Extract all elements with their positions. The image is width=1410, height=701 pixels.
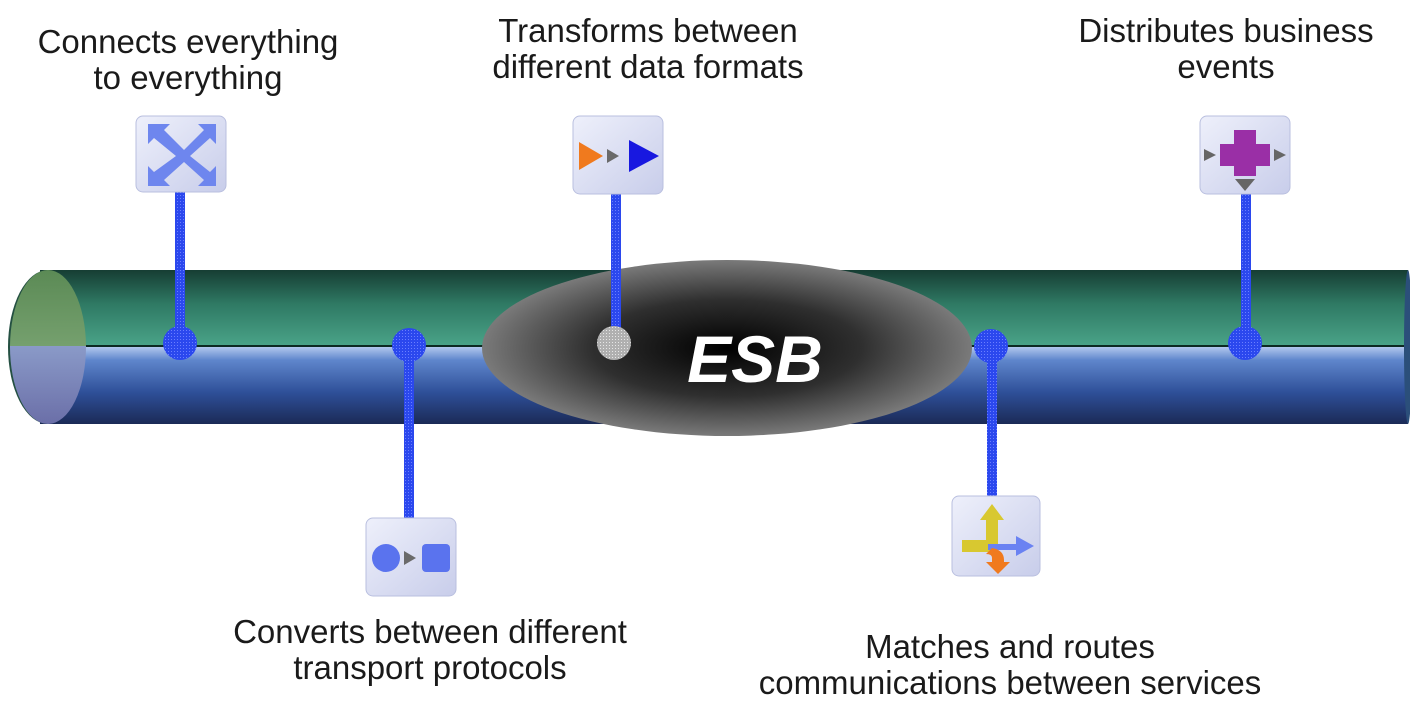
caption-converts: Converts between different transport pro… bbox=[175, 614, 685, 686]
protocol-convert-icon bbox=[365, 517, 457, 597]
caption-line: Transforms between bbox=[498, 12, 798, 49]
caption-transforms: Transforms between different data format… bbox=[428, 13, 868, 85]
connector-node-routes bbox=[974, 329, 1008, 363]
caption-line: Distributes business bbox=[1078, 12, 1374, 49]
caption-line: communications between services bbox=[758, 664, 1262, 701]
transform-arrows-icon bbox=[572, 115, 664, 195]
connector-stem-routes bbox=[987, 345, 997, 498]
connector-node-distributes bbox=[1228, 326, 1262, 360]
caption-line: Connects everything bbox=[37, 23, 339, 60]
cross-arrows-icon bbox=[135, 115, 227, 193]
caption-distributes: Distributes business events bbox=[1046, 13, 1406, 85]
esb-ellipse bbox=[482, 260, 972, 436]
caption-line: Matches and routes bbox=[865, 628, 1155, 665]
connectors bbox=[175, 190, 1251, 520]
caption-line: Converts between different bbox=[233, 613, 627, 650]
caption-routes: Matches and routes communications betwee… bbox=[700, 629, 1320, 701]
connector-node-connects bbox=[163, 326, 197, 360]
caption-line: different data formats bbox=[492, 48, 804, 85]
connector-stem-transforms bbox=[611, 192, 621, 340]
esb-label: ESB bbox=[687, 322, 823, 396]
caption-line: events bbox=[1177, 48, 1275, 85]
caption-line: to everything bbox=[93, 59, 283, 96]
esb-diagram: ESB bbox=[8, 115, 1410, 597]
connector-nodes bbox=[163, 326, 1262, 363]
connector-stem-converts bbox=[404, 345, 414, 520]
connector-stem-connects bbox=[175, 190, 185, 342]
connector-node-transforms bbox=[597, 326, 631, 360]
caption-line: transport protocols bbox=[293, 649, 567, 686]
distribute-plus-icon bbox=[1199, 115, 1291, 195]
connector-node-converts bbox=[392, 328, 426, 362]
caption-connects: Connects everything to everything bbox=[8, 24, 368, 96]
connector-stem-distributes bbox=[1241, 192, 1251, 342]
tube-end-cap bbox=[8, 270, 87, 424]
route-split-icon bbox=[951, 495, 1041, 577]
